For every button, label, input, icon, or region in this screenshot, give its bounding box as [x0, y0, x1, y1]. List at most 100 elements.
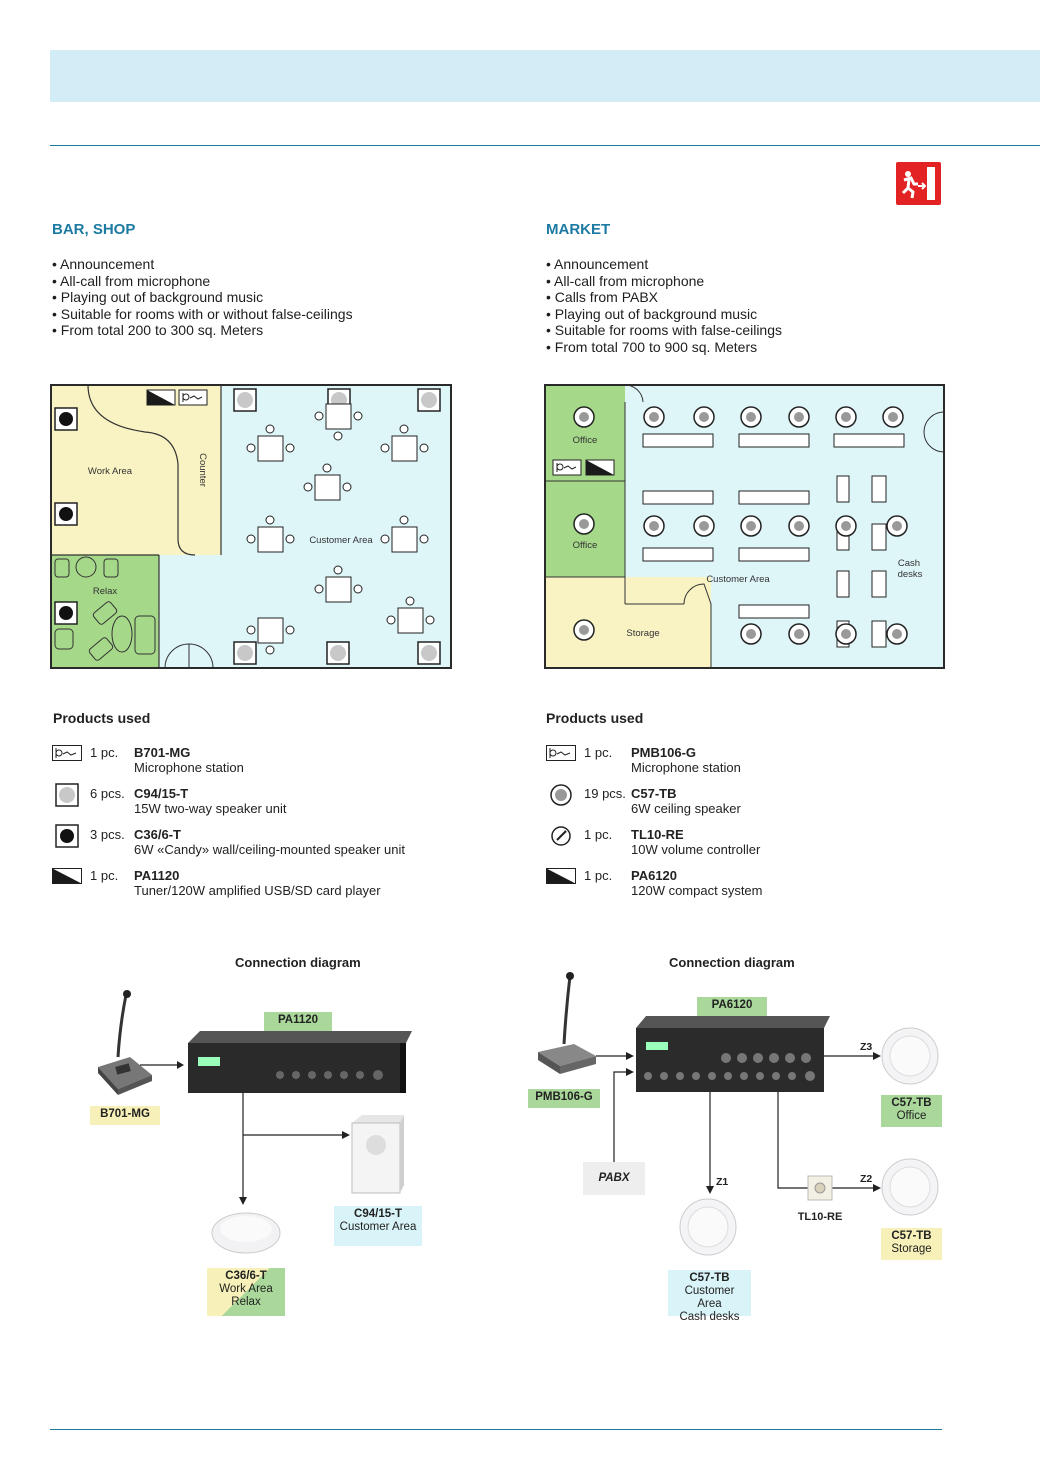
products-used-heading: Products used: [53, 710, 151, 726]
product-name: TL10-RE: [631, 827, 684, 842]
mic-label: PMB106-G: [528, 1089, 600, 1108]
c94-area: Customer Area: [339, 1221, 417, 1233]
product-name: PMB106-G: [631, 745, 697, 760]
market-floor-plan: Office Office Customer Area Storage Cash…: [544, 384, 945, 669]
connection-diagram-title: Connection diagram: [235, 955, 361, 970]
product-row: 1 pc. B701-MG Microphone station: [52, 745, 472, 777]
product-qty: 1 pc.: [584, 827, 613, 842]
feature-item: Suitable for rooms with or without false…: [52, 306, 472, 323]
amp-label: PA1120: [264, 1012, 332, 1031]
c36-area-2: Relax: [231, 1296, 261, 1308]
product-qty: 1 pc.: [90, 868, 119, 883]
c36-name: C36/6-T: [225, 1270, 267, 1282]
feature-item: Announcement: [52, 256, 472, 273]
zone-label-z3: Z3: [860, 1041, 872, 1053]
bar-shop-connection-diagram: [60, 985, 480, 1325]
plan-label-customer-area: Customer Area: [309, 535, 373, 546]
market-features: Announcement All-call from microphone Ca…: [546, 256, 986, 356]
product-qty: 19 pcs.: [584, 786, 626, 801]
feature-item: Announcement: [546, 256, 986, 273]
plan-label-work-area: Work Area: [88, 466, 133, 477]
product-name: C94/15-T: [134, 786, 189, 801]
product-desc: Microphone station: [134, 760, 244, 775]
product-row: 1 pc. PA6120 120W compact system: [546, 868, 986, 900]
c36-label: C36/6-T Work Area Relax: [207, 1268, 285, 1316]
amplifier-icon: [546, 868, 576, 884]
c57-office-name: C57-TB: [891, 1097, 932, 1109]
zone-label-z1: Z1: [716, 1176, 728, 1188]
ceiling-speaker-image: [881, 1158, 939, 1216]
section-title-bar-shop: BAR, SHOP: [52, 221, 136, 238]
c57-customer-name: C57-TB: [689, 1272, 730, 1284]
market-connection-diagram: Z3 Z2 Z1 TL10-RE: [530, 970, 950, 1270]
product-desc: 6W «Candy» wall/ceiling-mounted speaker …: [134, 842, 405, 857]
feature-item: From total 200 to 300 sq. Meters: [52, 322, 472, 339]
product-desc: 6W ceiling speaker: [631, 801, 741, 816]
product-qty: 6 pcs.: [90, 786, 125, 801]
bar-shop-floor-plan: Work Area Counter Customer Area Relax: [50, 384, 452, 669]
product-desc: 120W compact system: [631, 883, 763, 898]
products-used-heading: Products used: [546, 710, 644, 726]
ceiling-speaker-image: [679, 1198, 737, 1256]
candy-speaker-icon: [55, 824, 79, 848]
mic-label: B701-MG: [90, 1106, 160, 1125]
amplifier-image: [636, 1016, 830, 1092]
c57-customer-label: C57-TB Customer Area Cash desks: [668, 1270, 751, 1323]
header-rule: [50, 145, 1040, 146]
plan-label-office-2: Office: [573, 540, 598, 551]
c57-storage-area: Storage: [891, 1243, 932, 1255]
section-title-market: MARKET: [546, 221, 611, 238]
ceiling-speaker-image: [881, 1027, 939, 1085]
product-qty: 1 pc.: [90, 745, 119, 760]
ceiling-speaker-icon: [550, 784, 572, 806]
product-name: B701-MG: [134, 745, 191, 760]
plan-label-relax: Relax: [93, 586, 118, 597]
footer-rule: [50, 1429, 942, 1430]
volume-controller-icon: [551, 826, 571, 846]
product-row: 6 pcs. C94/15-T 15W two-way speaker unit: [52, 783, 472, 818]
plan-label-desks: desks: [898, 569, 923, 580]
c94-name: C94/15-T: [354, 1208, 402, 1220]
two-way-speaker-icon: [55, 783, 79, 807]
candy-speaker-image: [211, 1212, 281, 1254]
pabx-label: PABX: [583, 1162, 645, 1195]
product-row: 1 pc. PMB106-G Microphone station: [546, 745, 986, 777]
bar-shop-features: Announcement All-call from microphone Pl…: [52, 256, 472, 339]
c57-storage-name: C57-TB: [891, 1230, 932, 1242]
c57-office-area: Office: [896, 1110, 927, 1122]
c57-customer-area-1: Customer Area: [684, 1285, 735, 1310]
product-desc: Microphone station: [631, 760, 741, 775]
header-band: [50, 50, 1040, 102]
product-row: 3 pcs. C36/6-T 6W «Candy» wall/ceiling-m…: [52, 824, 472, 859]
product-name: C57-TB: [631, 786, 677, 801]
feature-item: Playing out of background music: [546, 306, 986, 323]
plan-label-office-1: Office: [573, 435, 598, 446]
product-desc: 10W volume controller: [631, 842, 761, 857]
feature-item: From total 700 to 900 sq. Meters: [546, 339, 986, 356]
feature-item: Calls from PABX: [546, 289, 986, 306]
product-row: 1 pc. PA1120 Tuner/120W amplified USB/SD…: [52, 868, 472, 900]
product-name: PA1120: [134, 868, 180, 883]
feature-item: All-call from microphone: [52, 273, 472, 290]
microphone-image: [98, 990, 152, 1095]
product-row: 1 pc. TL10-RE 10W volume controller: [546, 826, 986, 859]
microphone-station-icon: [546, 745, 576, 761]
microphone-station-icon: [52, 745, 82, 761]
controller-label: TL10-RE: [798, 1211, 843, 1223]
product-name: C36/6-T: [134, 827, 181, 842]
product-row: 19 pcs. C57-TB 6W ceiling speaker: [546, 784, 986, 818]
exit-sign-icon: [896, 162, 941, 205]
product-qty: 3 pcs.: [90, 827, 125, 842]
feature-item: Suitable for rooms with false-ceilings: [546, 322, 986, 339]
c57-storage-label: C57-TB Storage: [881, 1228, 942, 1260]
plan-label-cash: Cash: [898, 558, 920, 569]
zone-label-z2: Z2: [860, 1173, 872, 1185]
box-speaker-image: [351, 1115, 404, 1194]
connection-diagram-title: Connection diagram: [669, 955, 795, 970]
c94-label: C94/15-T Customer Area: [334, 1206, 422, 1246]
feature-item: Playing out of background music: [52, 289, 472, 306]
c57-customer-area-2: Cash desks: [679, 1311, 740, 1323]
product-desc: 15W two-way speaker unit: [134, 801, 287, 816]
plan-label-customer-area: Customer Area: [706, 574, 770, 585]
feature-item: All-call from microphone: [546, 273, 986, 290]
